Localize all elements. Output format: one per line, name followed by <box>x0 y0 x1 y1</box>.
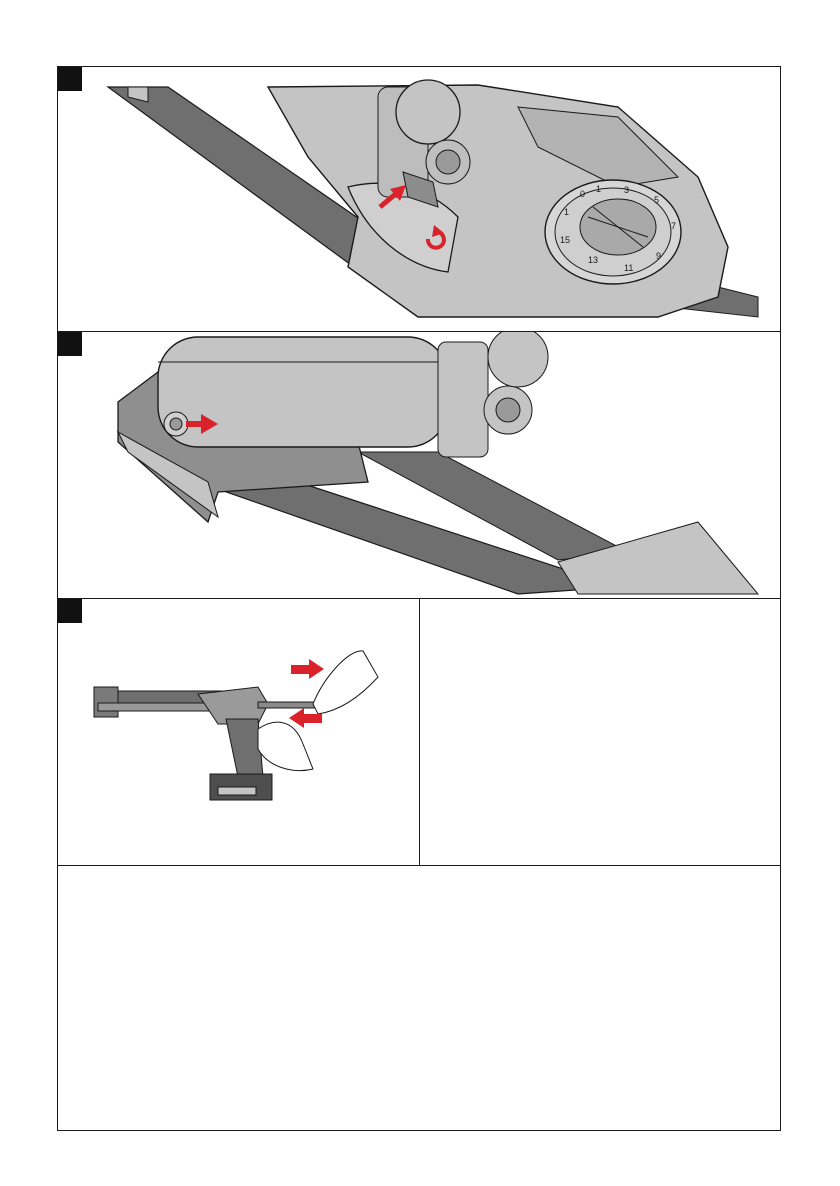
dial-number-5: 5 <box>654 195 659 205</box>
figure-panel-1: 0 1 3 5 7 9 11 13 15 1 <box>57 66 781 332</box>
empty-panel-bottom <box>57 865 781 1131</box>
push-arrow-icon <box>291 659 324 679</box>
dial-number-0: 0 <box>580 189 585 199</box>
empty-panel-right <box>419 598 781 866</box>
dial-number-9: 9 <box>656 251 661 261</box>
dial-number-1b: 1 <box>564 207 569 217</box>
figure-panel-3 <box>57 598 420 866</box>
dial-number-1: 1 <box>596 184 601 194</box>
dial-number-3: 3 <box>624 185 629 195</box>
dial-number-7: 7 <box>671 221 676 231</box>
dispenser-latch-illustration: 0 1 3 5 7 9 11 13 15 1 <box>58 67 781 332</box>
handheld-dispenser-illustration <box>58 599 420 866</box>
dial-number-13: 13 <box>588 255 598 265</box>
dial-number-15: 15 <box>560 235 570 245</box>
cartridge-insert-illustration <box>58 332 781 599</box>
dial-number-11: 11 <box>624 263 633 273</box>
figure-panel-2 <box>57 331 781 599</box>
